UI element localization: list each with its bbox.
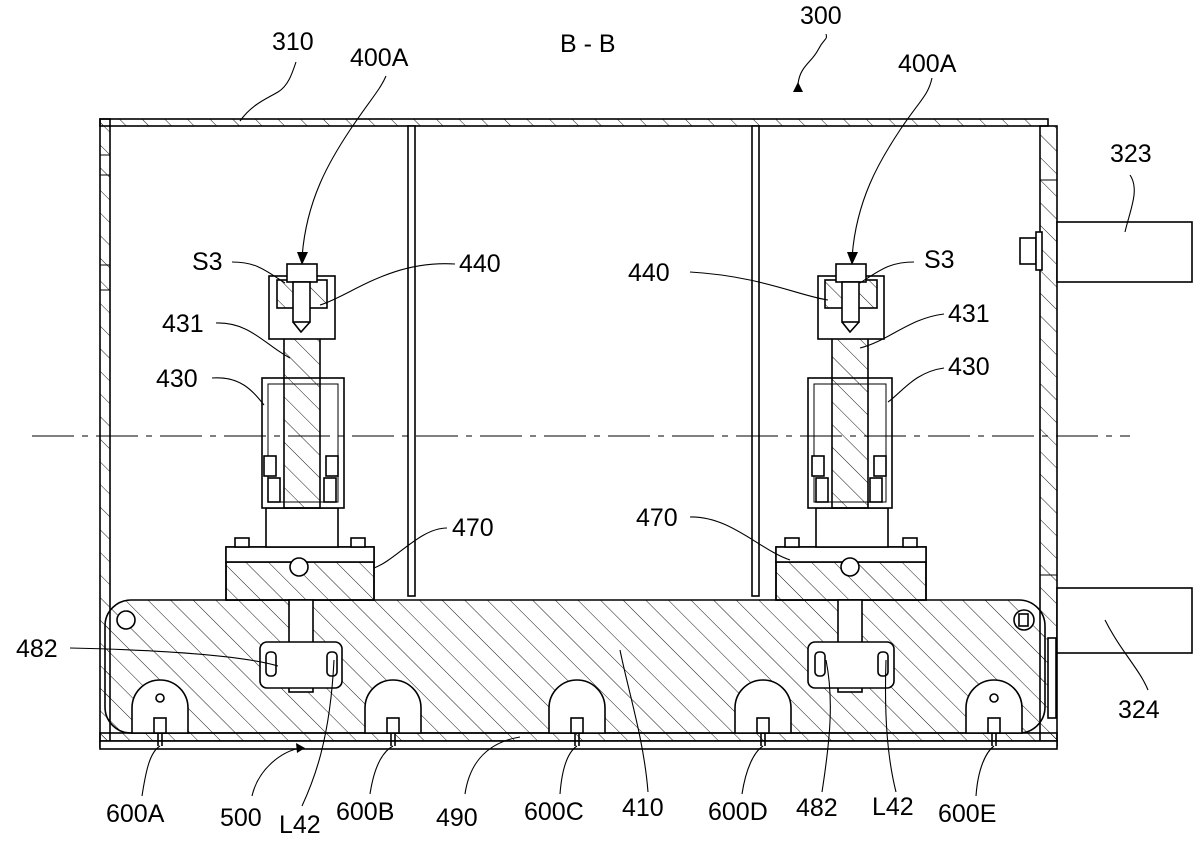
label-440-right: 440 (628, 259, 670, 287)
screw-s3-left (286, 263, 318, 283)
label-482-right: 482 (796, 794, 838, 822)
label-310: 310 (272, 28, 314, 56)
label-490: 490 (436, 804, 478, 832)
pocket-600d (734, 679, 792, 734)
label-600e: 600E (938, 800, 996, 828)
label-470-left: 470 (452, 514, 494, 542)
partition-right (751, 125, 760, 597)
label-323: 323 (1110, 140, 1152, 168)
pocket-600e (965, 679, 1023, 734)
pocket-600c (548, 679, 606, 734)
leader-lines (69, 33, 1149, 807)
label-600a: 600A (106, 800, 165, 828)
label-324: 324 (1118, 696, 1160, 724)
label-400a-right: 400A (898, 50, 957, 78)
label-431-left: 431 (162, 310, 204, 338)
shaft-431-right (831, 307, 869, 509)
label-470-right: 470 (636, 504, 678, 532)
label-482-left: 482 (16, 635, 58, 663)
label-600c: 600C (524, 798, 584, 826)
partition-left (407, 125, 416, 597)
label-410: 410 (622, 794, 664, 822)
label-440-left: 440 (459, 250, 501, 278)
connector-324 (1047, 587, 1193, 719)
label-l42-right: L42 (872, 793, 914, 821)
screw-s3-right (835, 263, 867, 283)
assembly-400a-right (775, 263, 927, 693)
label-l42-left: L42 (279, 811, 321, 839)
assembly-400a-left (225, 263, 375, 693)
label-600d: 600D (708, 798, 768, 826)
label-431-right: 431 (948, 300, 990, 328)
section-title: B - B (560, 30, 616, 58)
label-600b: 600B (336, 798, 394, 826)
base-block-410 (104, 599, 1046, 746)
label-400a-left: 400A (350, 44, 409, 72)
label-500: 500 (220, 804, 262, 832)
pocket-600b (364, 679, 422, 734)
label-430-left: 430 (156, 365, 198, 393)
label-s3-right: S3 (924, 246, 955, 274)
labels: B - B 300 310 400A 400A 323 324 S3 S3 44… (16, 2, 1160, 839)
label-430-right: 430 (948, 353, 990, 381)
connector-323 (1019, 221, 1193, 283)
pocket-600a (131, 679, 189, 734)
shaft-431-left (283, 307, 321, 509)
label-s3-left: S3 (192, 248, 223, 276)
label-300: 300 (800, 2, 842, 30)
contact-pins (157, 733, 997, 746)
